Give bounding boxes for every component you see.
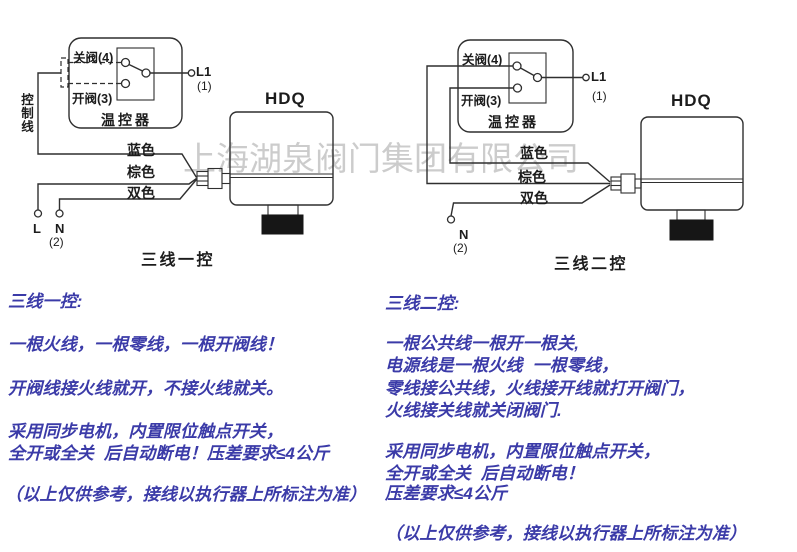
left-live-label: L xyxy=(33,221,41,236)
left-open-contact xyxy=(120,78,131,89)
left-l1-terminal xyxy=(187,69,196,77)
left-cable-gland xyxy=(196,167,231,190)
right-notes-line-1: 一根公共线一根开一根关, xyxy=(385,334,580,353)
right-notes-line-5: 采用同步电机，内置限位触点开关， xyxy=(385,442,661,461)
right-notes-line-2: 电源线是一根火线 一根零线， xyxy=(385,356,619,375)
right-notes-line-7: 压差要求≤4公斤 xyxy=(385,484,508,503)
right-l1-number: (1) xyxy=(592,89,607,103)
left-notes-line-2: 开阀线接火线就开，不接火线就关。 xyxy=(8,379,284,398)
left-notes-line-1: 一根火线，一根零线，一根开阀线！ xyxy=(8,335,284,354)
right-notes-line-3: 零线接公共线，火线接开线就打开阀门， xyxy=(385,379,695,398)
right-blue-wire xyxy=(449,87,611,183)
left-l1-number: (1) xyxy=(197,79,212,93)
left-actuator xyxy=(229,111,334,235)
right-common-contact xyxy=(532,72,543,83)
wiring-diagrams-svg xyxy=(33,37,744,241)
left-actuator-model: HDQ xyxy=(265,89,306,108)
right-wire-dual-label: 双色 xyxy=(520,190,548,206)
left-neutral-terminal xyxy=(55,209,64,218)
left-common-contact xyxy=(141,68,151,78)
right-close-valve-label: 关阀(4) xyxy=(462,53,503,67)
right-thermostat-label: 温控器 xyxy=(488,114,539,130)
left-close-contact xyxy=(120,57,131,68)
right-valve-base xyxy=(669,219,714,241)
right-notes-title: 三线二控: xyxy=(385,294,460,313)
left-notes-line-5: （以上仅供参考，接线以执行器上所标注为准） xyxy=(5,485,367,504)
right-notes-line-8: （以上仅供参考，接线以执行器上所标注为准） xyxy=(385,524,747,543)
right-wire-blue-label: 蓝色 xyxy=(520,145,548,161)
left-notes-line-4: 全开或全关 后自动断电！压差要求≤4公斤 xyxy=(8,444,330,463)
right-notes-line-6: 全开或全关 后自动断电！ xyxy=(385,464,585,483)
left-l1-label: L1 xyxy=(196,64,212,79)
left-wire-brown-label: 棕色 xyxy=(127,164,155,180)
right-open-contact xyxy=(512,83,523,93)
left-dashed-bracket xyxy=(60,57,69,88)
right-thermostat-box xyxy=(457,39,574,133)
right-wire-brown-label: 棕色 xyxy=(518,169,546,185)
right-neutral-label: N xyxy=(459,227,469,242)
right-neutral-number: (2) xyxy=(453,241,468,255)
left-brown-wire xyxy=(37,177,197,210)
left-thermostat-label: 温控器 xyxy=(101,112,152,128)
right-switch-blade xyxy=(520,67,535,77)
left-notes-line-3: 采用同步电机，内置限位触点开关， xyxy=(8,422,284,441)
right-dual-wire xyxy=(450,184,611,217)
right-actuator-model: HDQ xyxy=(671,91,712,110)
left-open-valve-label: 开阀(3) xyxy=(72,92,113,106)
right-close-contact xyxy=(512,61,522,71)
right-cable-gland xyxy=(610,173,642,194)
left-blue-wire xyxy=(37,72,198,178)
left-notes-title: 三线一控: xyxy=(8,292,83,311)
right-diagram xyxy=(426,39,744,241)
left-diagram-caption: 三线一控 xyxy=(141,252,216,269)
left-close-valve-label: 关阀(4) xyxy=(73,51,114,65)
right-brown-wire xyxy=(426,65,610,185)
left-valve-base xyxy=(261,214,304,235)
left-control-line-label: 控制线 xyxy=(19,93,33,134)
left-switch-box xyxy=(116,47,155,101)
left-neutral-number: (2) xyxy=(49,235,64,249)
left-dual-wire xyxy=(58,179,198,210)
left-diagram xyxy=(33,37,334,235)
left-live-terminal xyxy=(33,209,43,218)
left-wire-dual-label: 双色 xyxy=(127,185,155,201)
right-open-valve-label: 开阀(3) xyxy=(461,94,502,108)
right-notes-line-4: 火线接关线就关闭阀门. xyxy=(385,401,562,420)
right-l1-label: L1 xyxy=(591,69,607,84)
right-diagram-caption: 三线二控 xyxy=(554,256,629,273)
right-actuator xyxy=(640,116,744,241)
left-wire-blue-label: 蓝色 xyxy=(127,142,155,158)
left-neutral-label: N xyxy=(55,221,65,236)
right-neutral-terminal xyxy=(446,215,456,224)
watermark-text: 上海湖泉阀门集团有限公司 xyxy=(183,140,579,177)
left-switch-blade xyxy=(128,63,143,72)
right-l1-terminal xyxy=(582,73,590,82)
